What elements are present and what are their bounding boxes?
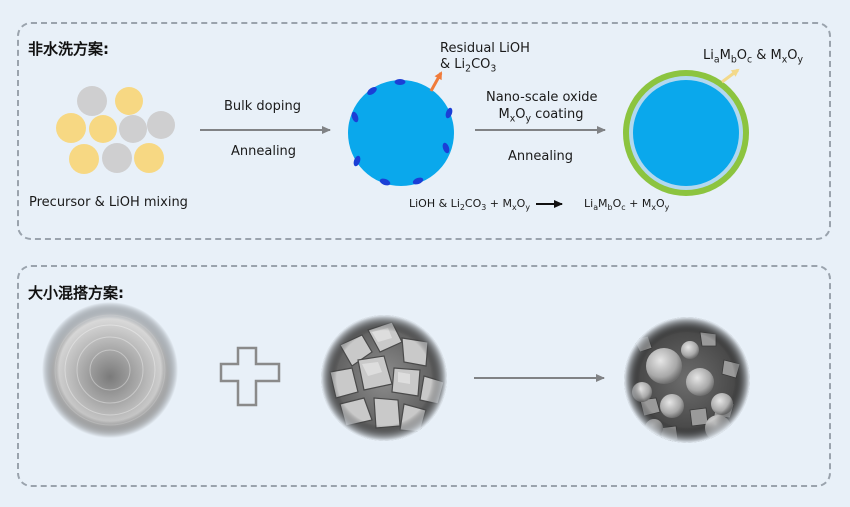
product-release-arrow [721,68,740,84]
product-label: LiaMbOc & MxOy [703,48,804,66]
coating-label: Nano-scale oxide MxOy coating [486,90,598,125]
size-mixing-scheme-panel [17,265,831,487]
annealing-label-1: Annealing [231,144,297,159]
mixed-particle-fade [624,317,750,443]
non-washing-scheme-heading: 非水洗方案: [28,40,109,58]
precursor-label: Precursor & LiOH mixing [29,195,188,210]
doped-particle [348,79,454,186]
annealing-label-2: Annealing [508,149,574,164]
residual-dots [351,79,453,186]
residual-label: Residual LiOH & Li2CO3 [440,41,530,75]
size-mixing-scheme-heading: 大小混搭方案: [28,284,124,302]
plus-icon [219,346,281,407]
large-particle-sem [42,302,178,438]
non-washing-scheme-panel [17,22,831,240]
precursor-particle-cluster [56,86,175,174]
bulk-doping-label: Bulk doping [224,99,301,114]
coated-particle [623,70,749,196]
small-particle-fade [321,315,447,441]
residual-release-arrow [429,71,443,92]
reaction-reactants: LiOH & Li2CO3 + MxOy [409,197,531,213]
reaction-products: LiaMbOc + MxOy [584,197,670,213]
